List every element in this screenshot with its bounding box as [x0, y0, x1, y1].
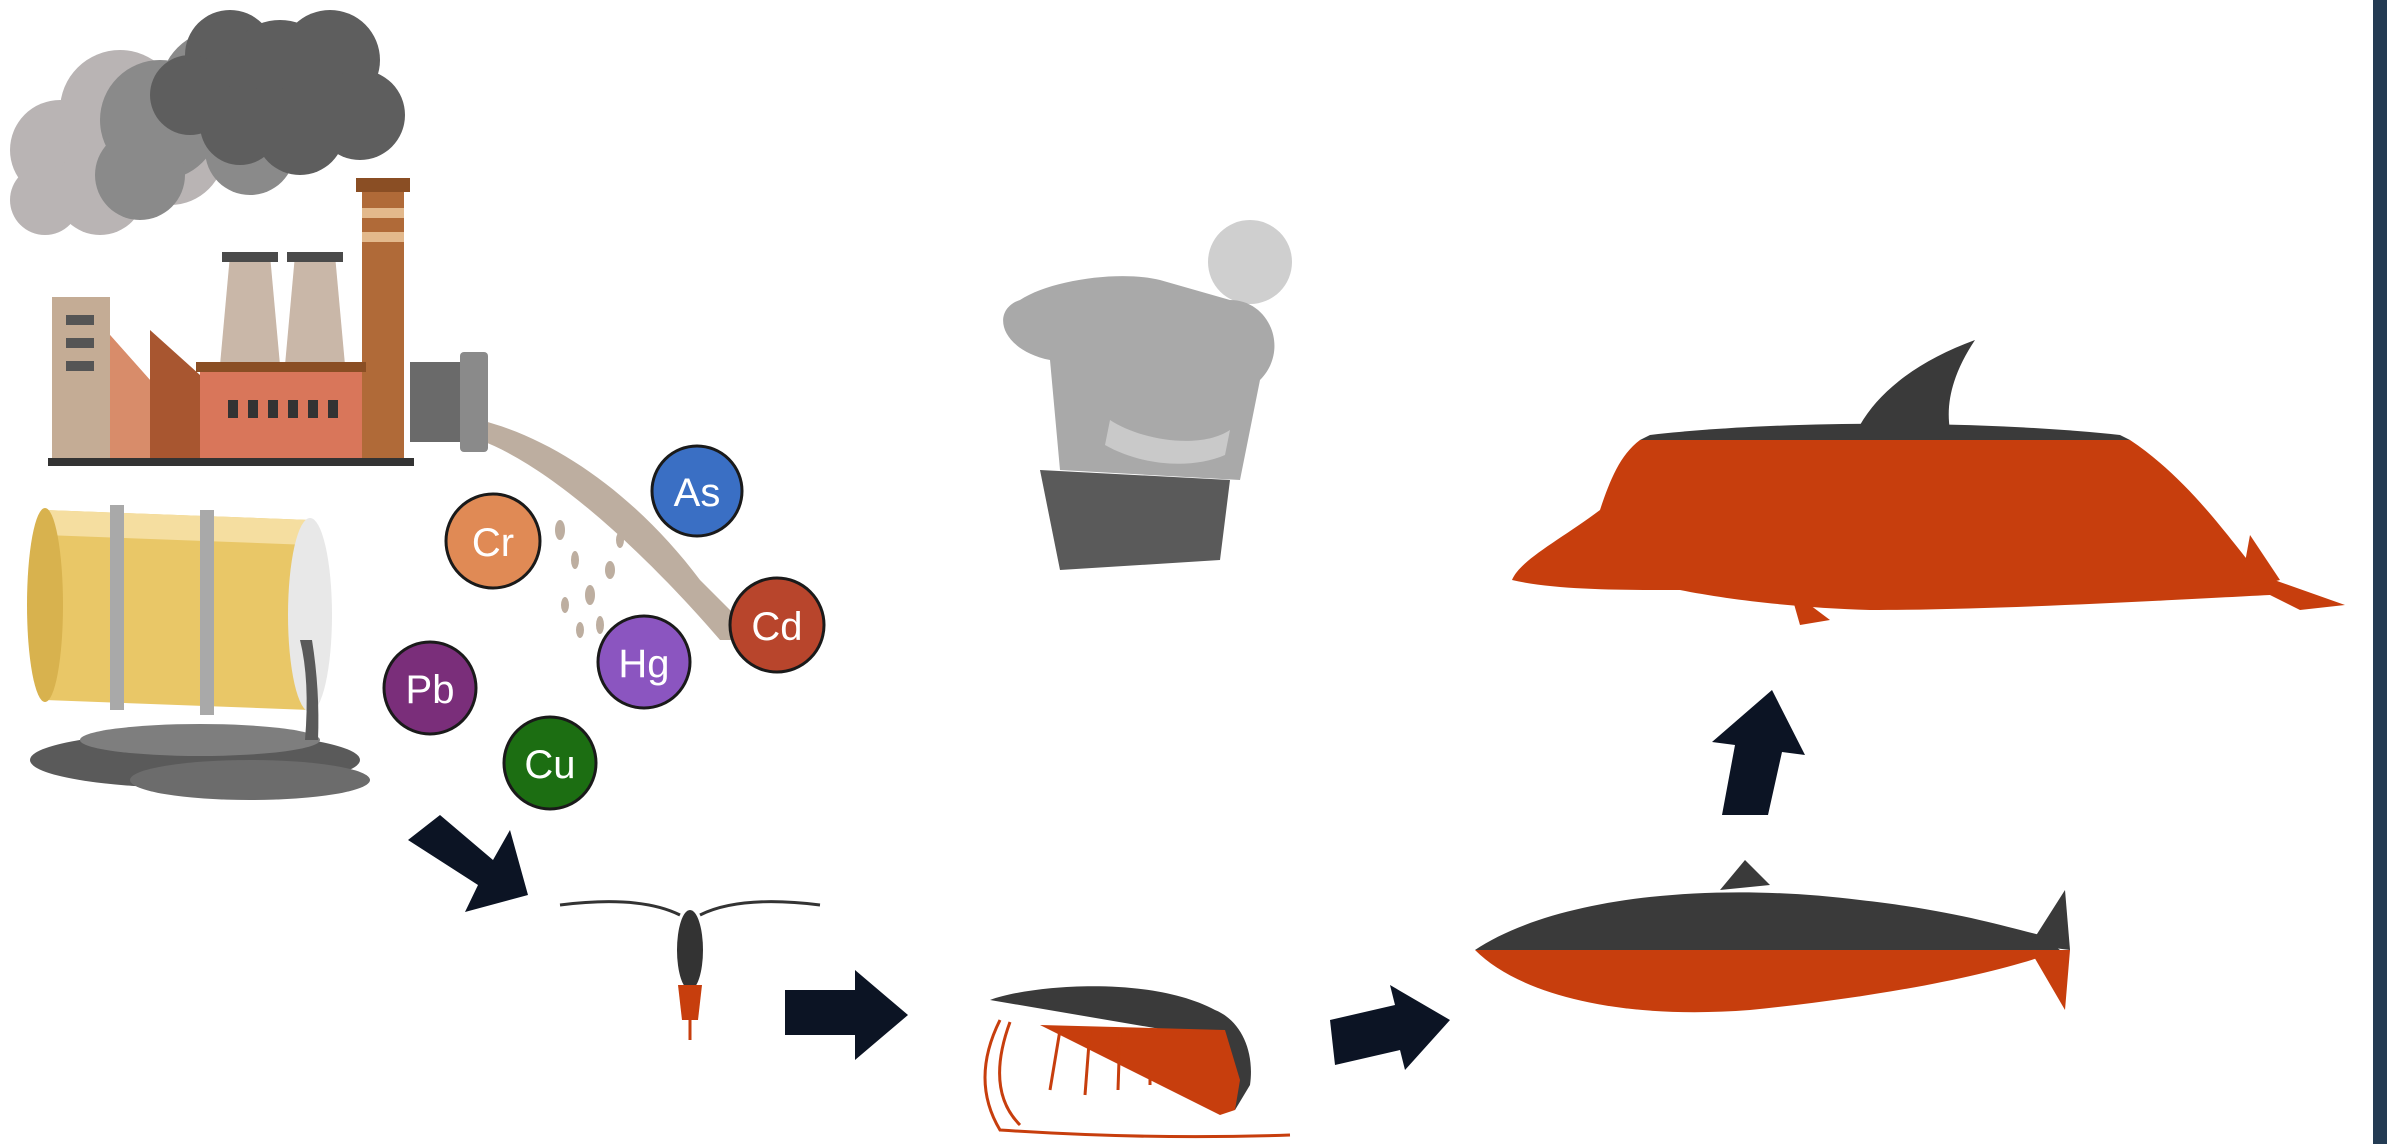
barrel-icon [27, 505, 370, 800]
arrow-icon [1330, 985, 1450, 1070]
metal-symbol: As [674, 471, 721, 515]
human-stomach-ache-icon [1003, 220, 1292, 570]
smoke-icon [10, 10, 405, 235]
metal-badge-cr: Cr [446, 494, 540, 588]
metal-badge-cu: Cu [504, 717, 596, 809]
arrow-icon [785, 970, 908, 1060]
arrow-icon [408, 815, 528, 912]
metal-badge-hg: Hg [598, 616, 690, 708]
dolphin-icon [1512, 340, 2345, 625]
shrimp-icon [985, 986, 1290, 1136]
metal-symbol: Hg [618, 642, 669, 686]
metal-badge-pb: Pb [384, 642, 476, 734]
metal-symbol: Cd [751, 605, 802, 649]
zooplankton-icon [560, 902, 820, 1040]
metal-symbol: Pb [406, 668, 455, 712]
arrow-icon [1712, 690, 1805, 815]
fish-icon [1470, 860, 2070, 1012]
metal-badge-cd: Cd [730, 578, 824, 672]
metal-badge-as: As [652, 446, 742, 536]
metal-symbol: Cu [524, 743, 575, 787]
metal-symbol: Cr [472, 521, 514, 565]
right-border [2373, 0, 2387, 1144]
